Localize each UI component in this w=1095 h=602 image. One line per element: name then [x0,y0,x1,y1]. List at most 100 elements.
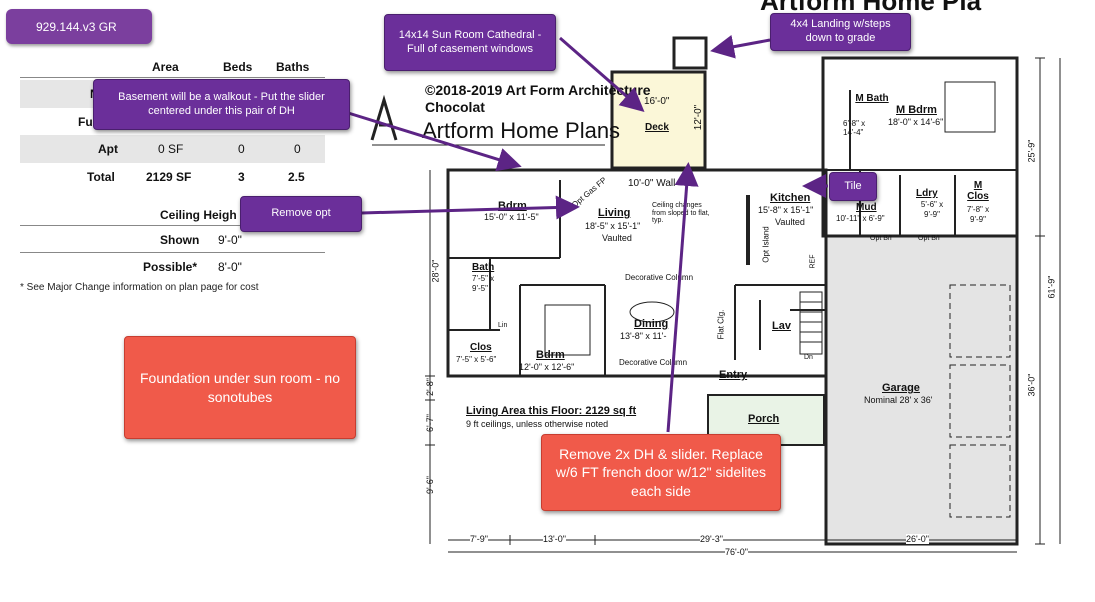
dim-left-2-8: 2'-8" [424,378,435,396]
dim-bottom-13: 13'-0" [543,534,566,544]
callout-landing: 4x4 Landing w/steps down to grade [770,13,911,51]
callout-text: 4x4 Landing w/steps down to grade [790,18,891,44]
callout-basement: Basement will be a walkout - Put the sli… [93,79,350,130]
dim-left-28: 28'-0" [430,259,441,283]
row-beds: 0 [238,142,245,156]
bath-label: Bath [472,262,495,273]
dim-bottom-29-3: 29'-3" [700,534,723,544]
logo-mark [370,94,398,141]
bdrm2-label: Bdrm [536,349,565,361]
bdrm2-dimension: 12'-0" x 12'-6" [519,362,575,372]
dim-right-total: 61'-9" [1046,275,1057,299]
shown-value: 9'-0" [218,233,242,247]
dim-left-9-6: 9'-6" [424,476,435,494]
flat-ceiling-label: Flat Clg. [716,309,726,340]
deck-depth: 12'-0" [693,104,705,131]
row-label: Fu [78,115,93,129]
row-label: Apt [98,142,118,156]
interior-walls [448,90,1017,376]
callout-remove-opt: Remove opt [240,196,362,232]
ceilings-note: 9 ft ceilings, unless otherwise noted [466,419,609,429]
dim-bottom-7-9: 7'-9" [470,534,488,544]
callout-text: Remove 2x DH & slider. Replace w/6 FT fr… [555,446,767,499]
ceiling-heading: Ceiling Heigh [160,208,237,222]
decorative-column-label: Decorative Column [619,358,688,367]
table-row: Apt 0 SF 0 0 [20,135,325,163]
top-right-brand: Artform Home Pla [760,0,982,16]
clos-label: Clos [470,342,492,353]
bdrm1-label: Bdrm [498,200,527,212]
landing-box [672,36,708,70]
bed-symbol [544,304,591,356]
callout-text: 14x14 Sun Room Cathedral - Full of casem… [398,28,542,55]
kitchen-dimension: 15'-8" x 15'-1" [758,205,814,215]
callout-text: Tile [844,179,862,192]
down-label: Dn [804,354,813,361]
brand-strip [742,0,1095,10]
dining-dimension: 13'-8" x 11'- [620,331,667,341]
living-vaulted: Vaulted [602,233,632,243]
possible-value: 8'-0" [218,260,242,274]
garage-dimension: Nominal 28' x 36' [864,395,933,405]
living-dimension: 18'-5" x 15'-1" [585,221,641,231]
opt-island-label: Opt Island [761,226,771,263]
deck-area [610,70,707,170]
col-baths: Baths [276,60,310,74]
shown-rule [20,252,325,253]
row-baths: 2.5 [288,170,305,184]
entry-label: Entry [719,369,748,381]
mclos-dimension: 7'-8" x 9'-9" [966,205,990,224]
ldry-label: Ldry [916,188,938,199]
mbdrm-label: M Bdrm [896,104,937,116]
table-row: Fu [20,108,325,136]
garage-area [824,234,1019,546]
living-label: Living [598,207,631,219]
shown-label: Shown [160,233,200,247]
col-beds: Beds [223,60,253,74]
mclos-label: M Clos [967,180,989,202]
porch-label: Porch [748,413,780,425]
stair [799,291,823,355]
col-area: Area [152,60,179,74]
brand-name: Artform Home Plans [422,118,621,143]
wall-label: 10'-0" Wall [628,178,676,189]
dim-right-mid: 36'-0" [1026,373,1037,397]
dining-label: Dining [634,318,669,330]
mbdrm-dimension: 18'-0" x 14'-6" [888,117,944,127]
callout-text: Basement will be a walkout - Put the sli… [118,90,325,117]
footnote: * See Major Change information on plan p… [20,282,259,293]
dim-left-6-7: 6'-7" [424,414,435,432]
row-baths: 0 [294,142,301,156]
plan-id: 929.144.v3 GR [36,19,117,34]
kitchen-label: Kitchen [770,192,811,204]
row-label: Total [87,170,115,184]
callout-foundation: Foundation under sun room - no sonotubes [124,336,356,439]
ceiling-rule [20,225,325,226]
clos-dimension: 7'-5" x 5'-6" [456,355,497,364]
callout-tile: Tile [829,172,877,201]
deck-dimension: 16'-0" [644,96,670,107]
lin-label: Lin [498,322,508,329]
row-beds: 3 [238,170,245,184]
plan-id-badge: 929.144.v3 GR [6,9,152,44]
bath-dimension: 7'-5" x 9'-5" [472,274,495,293]
ldry-dimension: 5'-6" x 9'-9" [920,200,944,219]
row-area: 2129 SF [146,170,192,184]
callout-text: Foundation under sun room - no sonotubes [139,370,340,405]
header-rule [20,77,325,78]
decorative-column-label: Decorative Column [625,273,694,282]
table-row-total: Total 2129 SF 3 2.5 [20,163,325,191]
kitchen-vaulted: Vaulted [775,217,805,227]
dim-bottom-total: 76'-0" [725,547,748,557]
garage-doors [949,284,1011,518]
row-area: 0 SF [158,142,184,156]
lav-label: Lav [772,320,791,332]
living-area-label: Living Area this Floor: 2129 sq ft [466,405,637,417]
mud-label: Mud [856,202,877,213]
mbath-dimension: 6'-8" x 14'-4" [843,119,866,137]
ceiling-change-note: Ceiling changes from sloped to flat, typ… [652,202,710,225]
ref-label: REF [809,254,817,269]
copyright-line1: ©2018-2019 Art Form Architecture [425,82,651,98]
mbath-label: M Bath [855,93,889,104]
